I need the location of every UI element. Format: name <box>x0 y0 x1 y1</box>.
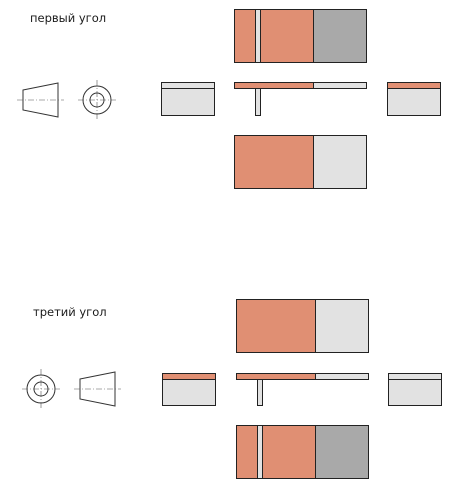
first-angle-circles-symbol <box>78 80 116 120</box>
first-angle-cone-side-symbol <box>17 82 64 118</box>
third-angle-right-view <box>388 373 442 406</box>
first-angle-group <box>17 9 441 189</box>
third-angle-left-view <box>162 373 216 406</box>
first-angle-top-view <box>234 9 367 63</box>
first-angle-bottom-view <box>234 135 367 189</box>
third-angle-bottom-view <box>236 425 369 479</box>
third-angle-front-view <box>236 373 369 406</box>
third-angle-top-view <box>236 299 369 353</box>
first-angle-left-view <box>161 82 215 116</box>
third-angle-label: третий угол <box>33 305 107 319</box>
first-angle-front-view <box>234 82 367 116</box>
first-angle-label: первый угол <box>30 11 107 25</box>
third-angle-cone-side-symbol <box>74 371 121 407</box>
third-angle-circles-symbol <box>22 369 60 409</box>
third-angle-group <box>22 299 442 479</box>
first-angle-right-view <box>387 82 441 116</box>
